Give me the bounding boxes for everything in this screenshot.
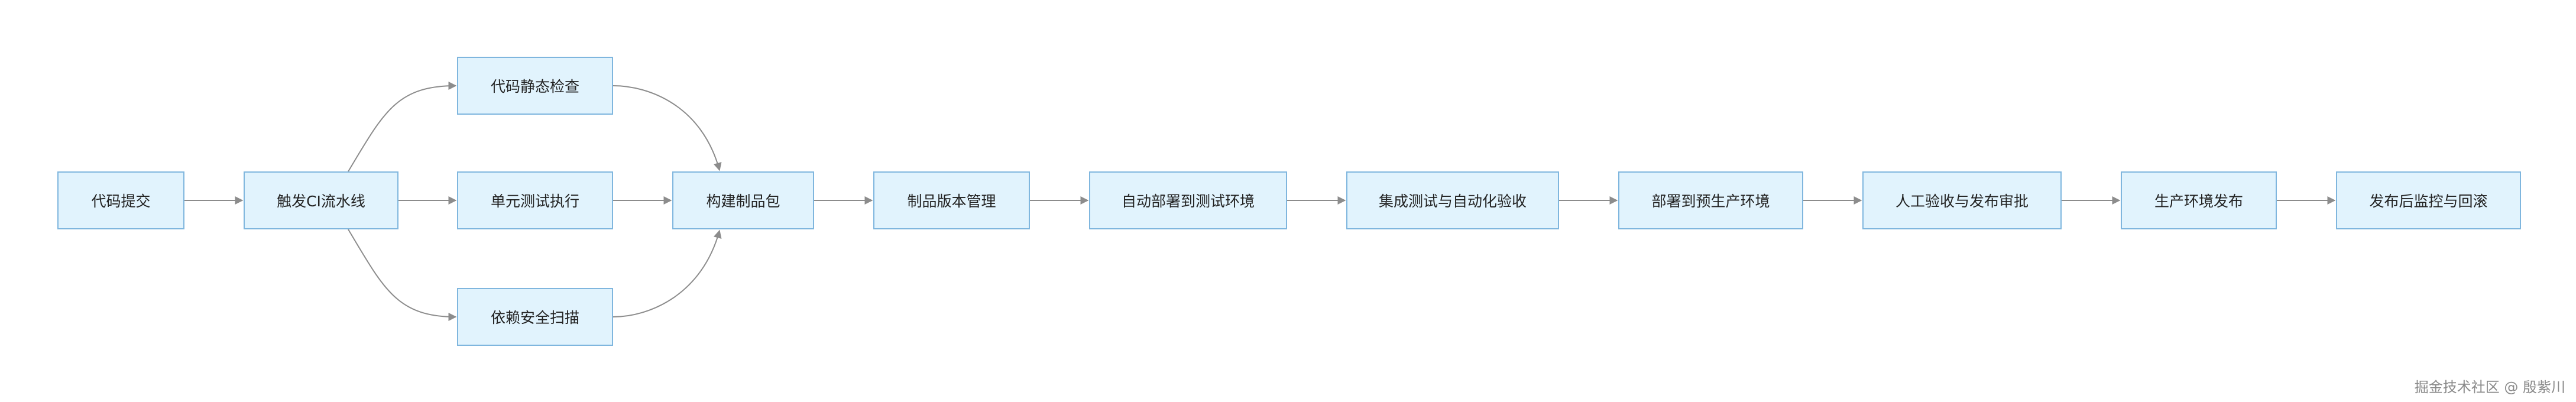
- node-commit: 代码提交: [57, 171, 184, 229]
- edge-ci-to-static: [348, 82, 457, 172]
- node-deploy-test: 自动部署到测试环境: [1089, 171, 1287, 229]
- node-release: 生产环境发布: [2121, 171, 2277, 229]
- node-artifact: 制品版本管理: [873, 171, 1030, 229]
- node-build: 构建制品包: [672, 171, 814, 229]
- node-integration: 集成测试与自动化验收: [1346, 171, 1559, 229]
- watermark: 掘金技术社区 @ 殷紫川: [2414, 379, 2565, 395]
- edge-ci-to-scan: [348, 229, 457, 321]
- node-unit: 单元测试执行: [457, 171, 613, 229]
- node-scan: 依赖安全扫描: [457, 288, 613, 346]
- node-approval: 人工验收与发布审批: [1862, 171, 2062, 229]
- edge-static-to-build: [613, 85, 722, 171]
- node-monitor: 发布后监控与回滚: [2336, 171, 2521, 229]
- node-static: 代码静态检查: [457, 57, 613, 115]
- node-deploy-staging: 部署到预生产环境: [1618, 171, 1803, 229]
- node-ci: 触发CI流水线: [244, 171, 398, 229]
- edge-scan-to-build: [613, 229, 722, 317]
